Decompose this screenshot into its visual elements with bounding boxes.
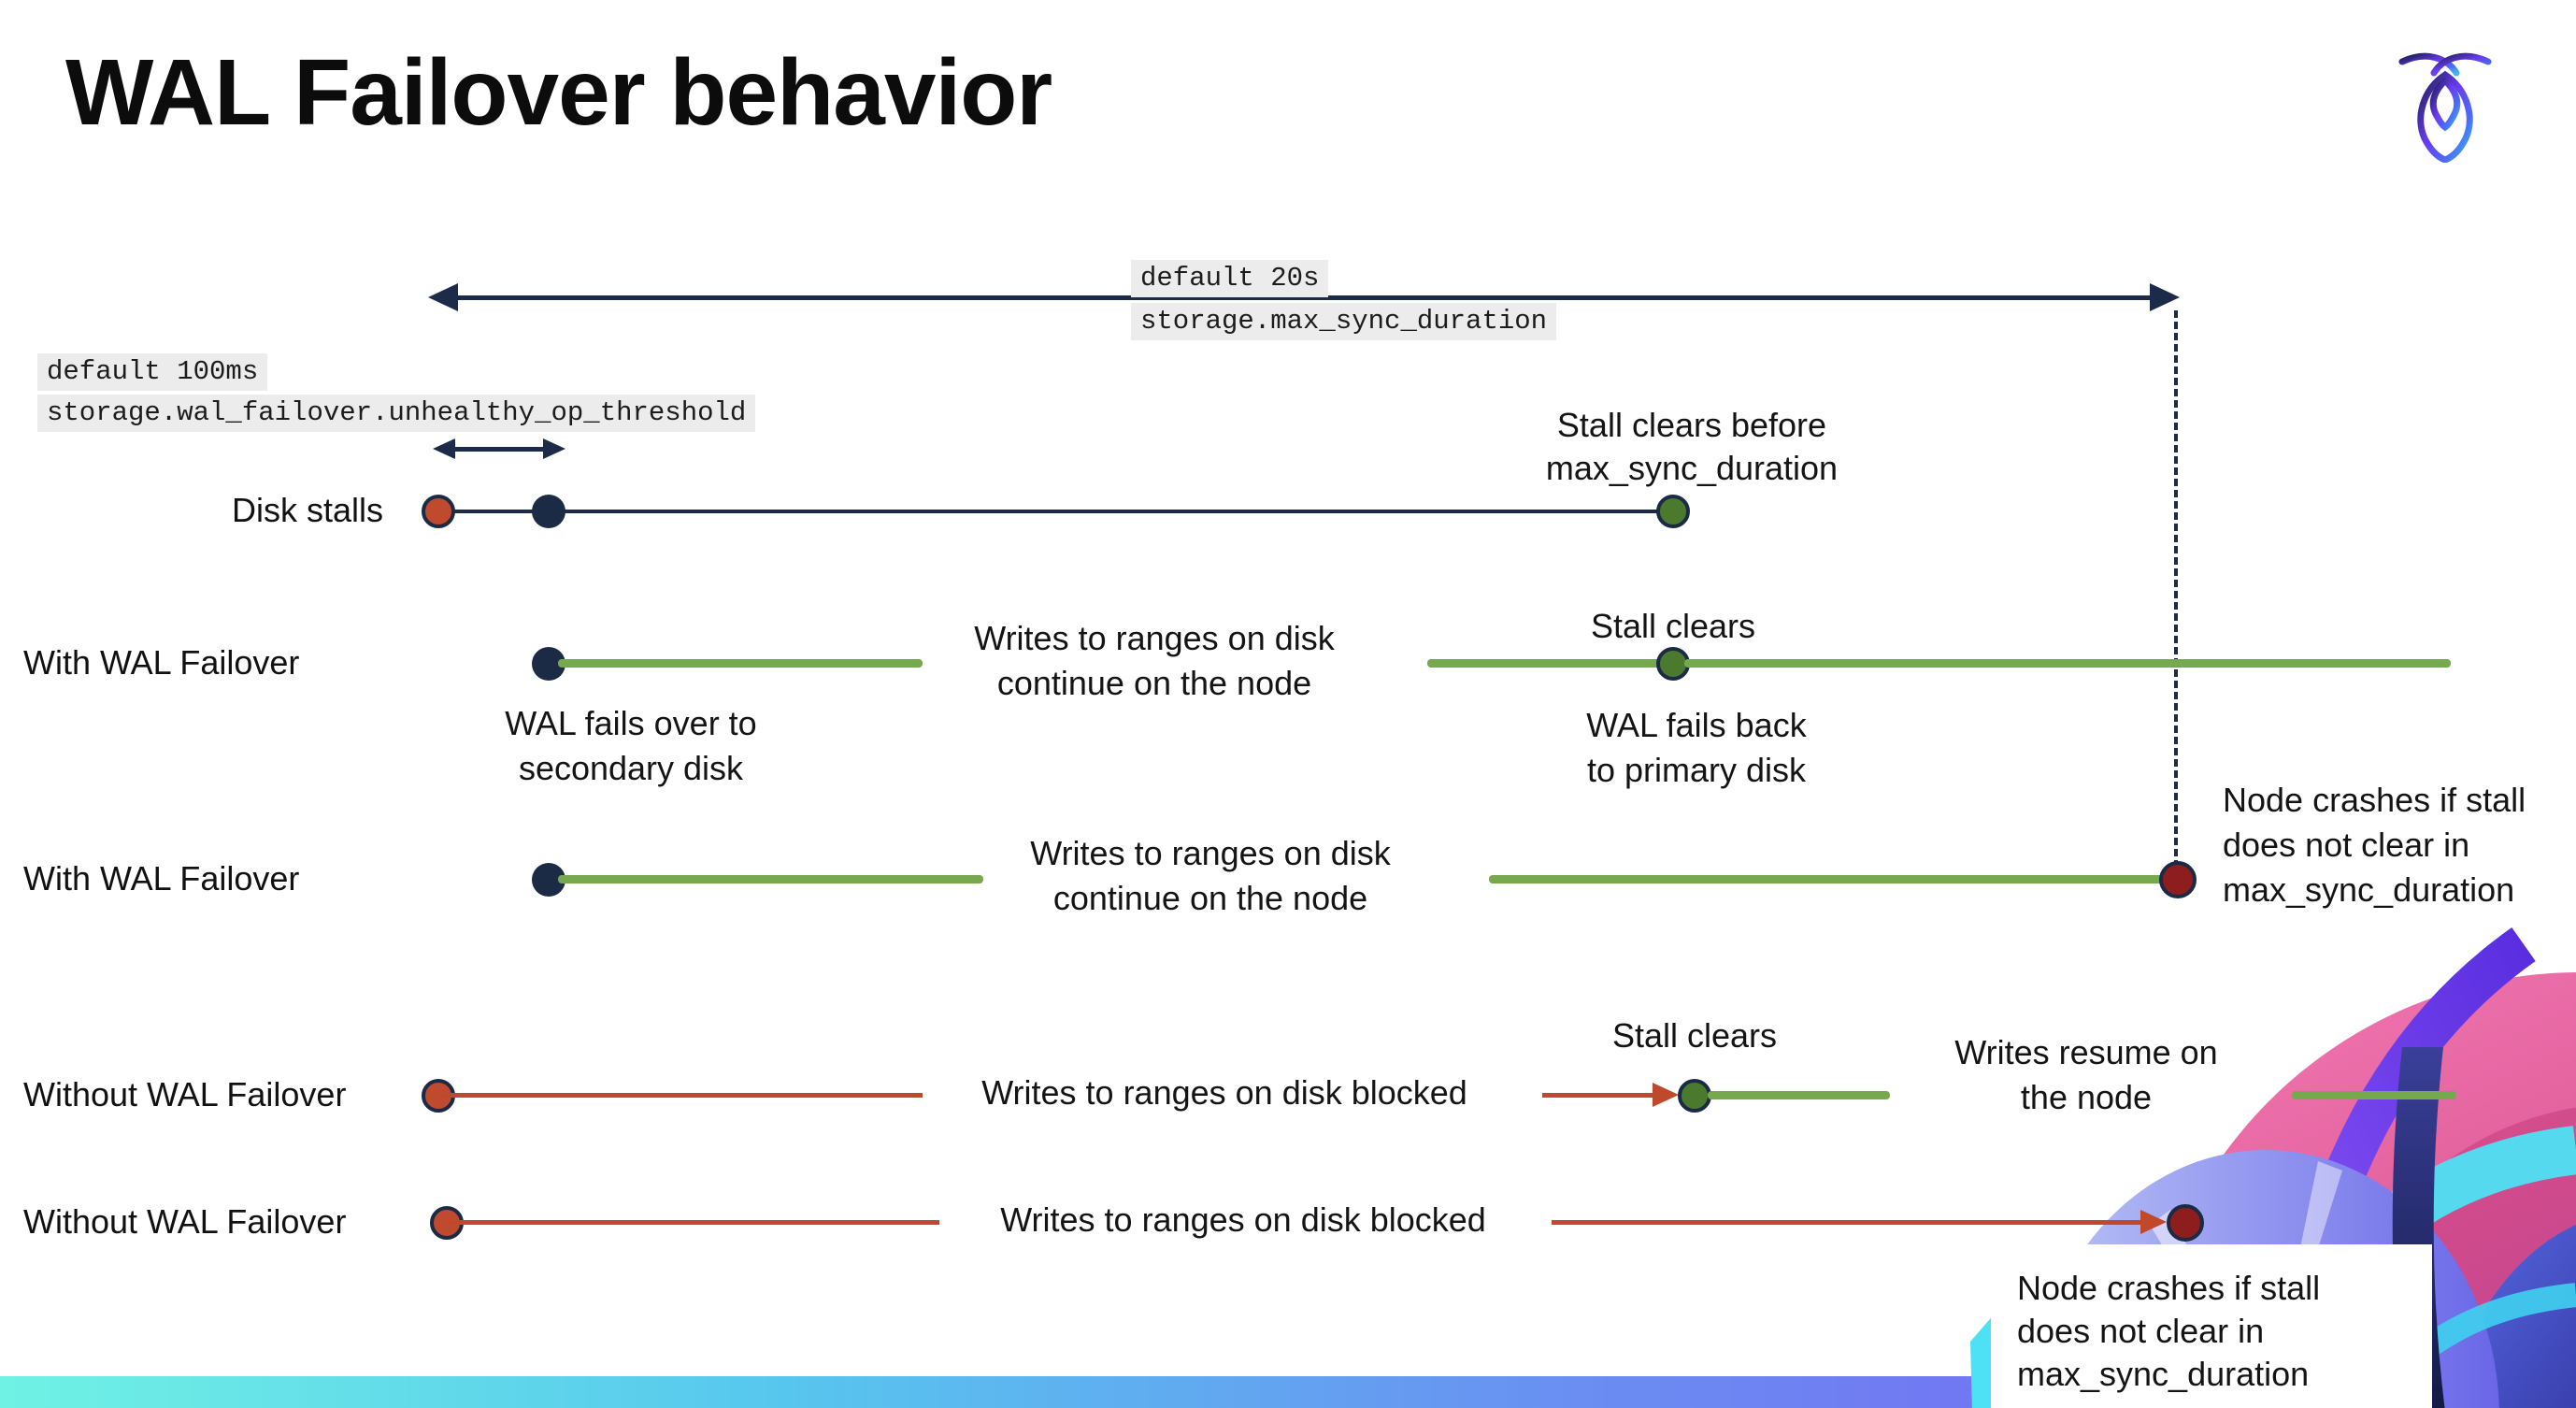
row-label-without-wal-failover-1: Without WAL Failover <box>23 1075 347 1113</box>
max-sync-duration-range-arrow <box>441 295 2168 300</box>
writes-continue-line-b <box>1427 659 1662 668</box>
red-arrowhead-icon-2 <box>2140 1210 2167 1234</box>
unhealthy-op-threshold-arrow <box>451 447 544 452</box>
row-label-disk-stalls: Disk stalls <box>231 491 383 529</box>
annotation-line: Stall clears before <box>1556 406 1827 444</box>
row-label-with-wal-failover-2: With WAL Failover <box>23 859 300 898</box>
config-label-unhealthy-op-setting: storage.wal_failover.unhealthy_op_thresh… <box>37 395 756 432</box>
config-label-max-sync-default: default 20s <box>1131 260 1329 297</box>
small-arrowhead-right-icon <box>543 438 565 459</box>
annotation-writes-continue-2: Writes to ranges on disk continue on the… <box>991 831 1430 921</box>
annotation-line: to primary disk <box>1586 751 1807 789</box>
annotation-line: Node crashes if stall <box>2223 781 2526 819</box>
config-label-unhealthy-op-default: default 100ms <box>37 353 268 391</box>
node-crashes-callout-box <box>1991 1244 2432 1408</box>
annotation-wal-fails-over: WAL fails over to secondary disk <box>477 701 785 791</box>
writes-resume-line-a <box>1708 1091 1890 1099</box>
writes-blocked-line-b <box>1542 1093 1662 1098</box>
annotation-stall-clears-2: Stall clears <box>1611 1016 1778 1055</box>
annotation-line: does not clear in <box>2017 1312 2265 1350</box>
annotation-line: Writes to ranges on disk <box>1030 834 1391 872</box>
red-arrowhead-icon <box>1653 1083 1679 1107</box>
annotation-stall-clears-before: Stall clears before max_sync_duration <box>1505 404 1879 490</box>
annotation-writes-continue-1: Writes to ranges on disk continue on the… <box>935 616 1374 706</box>
annotation-node-crashes-1: Node crashes if stall does not clear in … <box>2223 778 2576 912</box>
small-arrowhead-left-icon <box>433 438 455 459</box>
writes-blocked-line-c <box>447 1220 939 1225</box>
writes-blocked-line-d <box>1552 1220 2146 1225</box>
writes-continue-line-e <box>1489 875 2165 884</box>
annotation-line: max_sync_duration <box>2017 1355 2310 1393</box>
annotation-wal-fails-back: WAL fails back to primary disk <box>1561 703 1832 793</box>
annotation-writes-resume: Writes resume on the node <box>1927 1030 2245 1120</box>
config-label-max-sync-setting: storage.max_sync_duration <box>1131 303 1557 340</box>
page-title: WAL Failover behavior <box>65 40 1052 145</box>
disk-stall-timeline <box>438 510 1673 513</box>
annotation-line: does not clear in <box>2223 826 2470 864</box>
annotation-writes-blocked-2: Writes to ranges on disk blocked <box>1000 1200 1486 1239</box>
failover-threshold-dot <box>532 495 565 528</box>
annotation-line: Writes resume on <box>1954 1033 2218 1071</box>
stall-start-dot <box>422 495 455 528</box>
writes-continue-line-a <box>558 659 923 668</box>
annotation-line: max_sync_duration <box>2223 870 2515 909</box>
annotation-line: max_sync_duration <box>1545 449 1839 487</box>
annotation-line: secondary disk <box>518 749 744 787</box>
annotation-stall-clears-1: Stall clears <box>1590 607 1756 645</box>
writes-continue-line-d <box>558 875 983 884</box>
stall-clears-dot-3 <box>1678 1079 1711 1113</box>
annotation-line: Writes to ranges on disk <box>974 619 1335 657</box>
annotation-line: continue on the node <box>1052 879 1368 917</box>
writes-blocked-line-a <box>438 1093 923 1098</box>
cockroachdb-logo-icon <box>2398 52 2492 163</box>
arrowhead-left-icon <box>428 283 458 311</box>
annotation-node-crashes-2: Node crashes if stall does not clear in … <box>2017 1267 2410 1396</box>
annotation-line: the node <box>2020 1078 2153 1116</box>
arrowhead-right-icon <box>2150 283 2180 311</box>
row-label-with-wal-failover-1: With WAL Failover <box>23 643 300 682</box>
stall-clears-dot <box>1656 495 1690 528</box>
writes-resume-line-b <box>2292 1091 2456 1099</box>
writes-continue-line-c <box>1684 659 2451 668</box>
annotation-writes-blocked-1: Writes to ranges on disk blocked <box>981 1073 1467 1112</box>
row-label-without-wal-failover-2: Without WAL Failover <box>23 1202 347 1241</box>
annotation-line: WAL fails back <box>1586 706 1807 744</box>
annotation-line: continue on the node <box>996 664 1312 702</box>
node-crash-dot-1 <box>2159 861 2197 898</box>
annotation-line: Node crashes if stall <box>2017 1269 2321 1307</box>
max-sync-deadline-dashed-line <box>2174 310 2178 868</box>
node-crash-dot-2 <box>2167 1204 2204 1242</box>
annotation-line: WAL fails over to <box>505 704 757 742</box>
